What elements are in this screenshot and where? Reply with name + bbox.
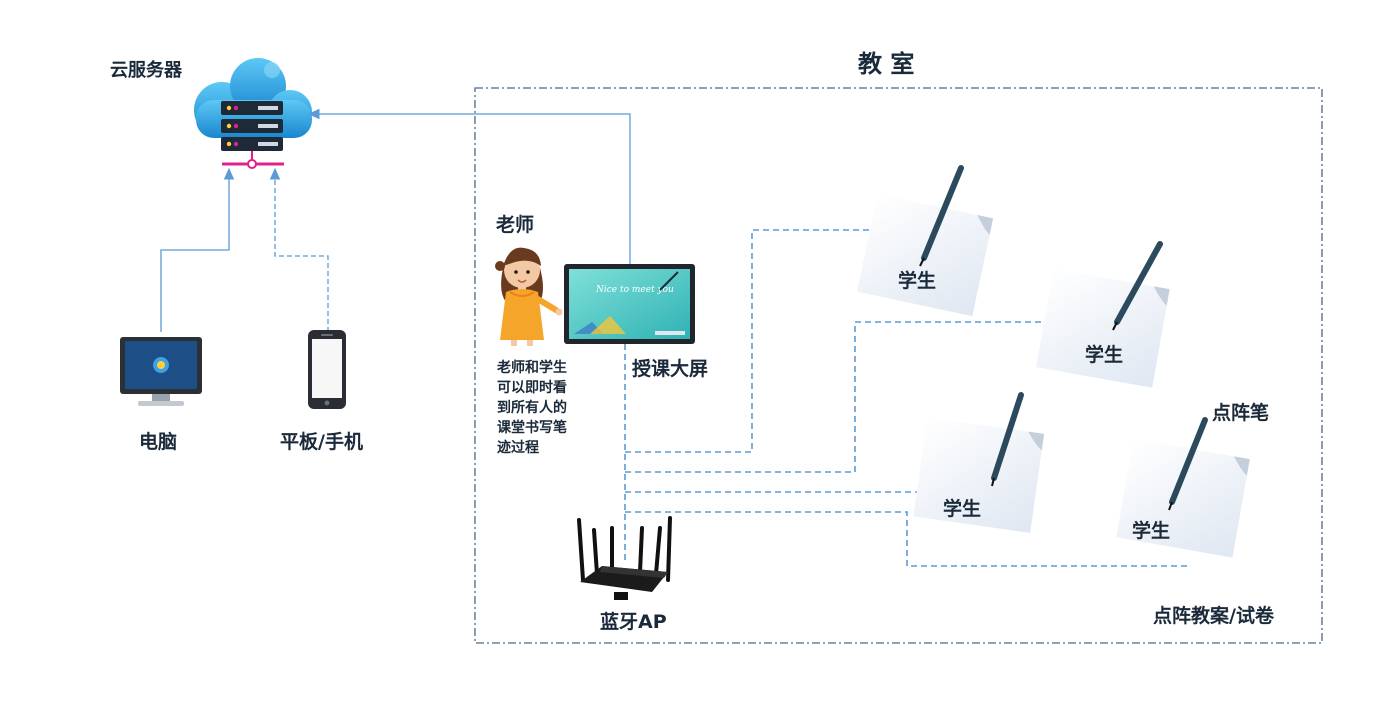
router-icon [577, 516, 672, 600]
connection-lines [624, 229, 1190, 567]
pen-icon-3 [991, 392, 1024, 487]
paper-label: 点阵教案/试卷 [1153, 605, 1274, 627]
teacher-label: 老师 [496, 214, 535, 236]
pen-label: 点阵笔 [1212, 402, 1270, 424]
router-label: 蓝牙AP [600, 611, 667, 633]
computer-label: 电脑 [139, 431, 178, 453]
student-label-1: 学生 [898, 270, 937, 292]
teacher-icon [495, 247, 563, 346]
computer-link [160, 167, 235, 332]
student-paper-4 [1116, 438, 1250, 558]
pen-icon-1 [919, 165, 964, 267]
classroom-title: 教 室 [858, 50, 915, 78]
student-label-3: 学生 [943, 498, 982, 520]
dot-matrix-pen-icon [1168, 417, 1208, 511]
teacher-note: 老师和学生 可以即时看 到所有人的 课堂书写笔 迹过程 [497, 360, 567, 456]
student-paper-3 [913, 417, 1045, 533]
student-paper-2 [1036, 268, 1170, 388]
screen-label: 授课大屏 [632, 358, 709, 380]
pen-icon-2 [1112, 241, 1163, 331]
student-label-4: 学生 [1132, 520, 1171, 542]
teaching-screen-icon: Nice to meet you [564, 264, 695, 344]
screen-upload-link [307, 108, 631, 268]
student-label-2: 学生 [1085, 344, 1124, 366]
tablet-link [269, 167, 329, 332]
cloud-server-icon [194, 58, 312, 169]
classroom-frame [474, 87, 1323, 644]
cloud-server-label: 云服务器 [110, 60, 182, 81]
computer-icon [120, 337, 202, 406]
tablet-label: 平板/手机 [280, 431, 363, 453]
phone-icon [308, 330, 346, 409]
screen-text: Nice to meet you [595, 285, 674, 295]
